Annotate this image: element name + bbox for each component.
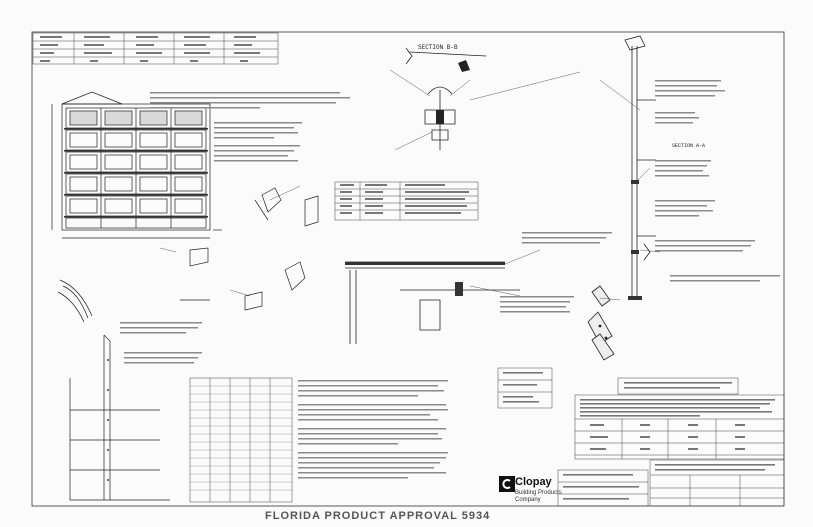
hardware-details bbox=[180, 187, 319, 311]
wall-section-left bbox=[57, 279, 170, 501]
track-detail bbox=[345, 261, 520, 344]
top-left-schedule-table bbox=[32, 32, 279, 65]
clopay-logo-icon bbox=[499, 476, 515, 492]
brand-name: Clopay bbox=[515, 476, 552, 488]
angle-profiles bbox=[587, 285, 615, 361]
brand-subtitle-line2: Company bbox=[515, 497, 541, 503]
spec-tables bbox=[497, 367, 785, 507]
section-a-a-title: SECTION A-A bbox=[672, 143, 706, 149]
section-b-b bbox=[405, 47, 487, 150]
reinforcement-schedule bbox=[189, 377, 293, 503]
door-elevation bbox=[51, 91, 222, 239]
section-b-b-title: SECTION B-B bbox=[418, 44, 458, 51]
brand-subtitle-line1: Building Products bbox=[515, 490, 562, 496]
florida-approval-footer: FLORIDA PRODUCT APPROVAL 5934 bbox=[265, 510, 491, 522]
vertical-track-section bbox=[624, 35, 656, 300]
brand-logo bbox=[499, 476, 551, 510]
center-fastener-table bbox=[334, 181, 479, 221]
brand-subtitle: Building Products Company bbox=[515, 490, 562, 504]
